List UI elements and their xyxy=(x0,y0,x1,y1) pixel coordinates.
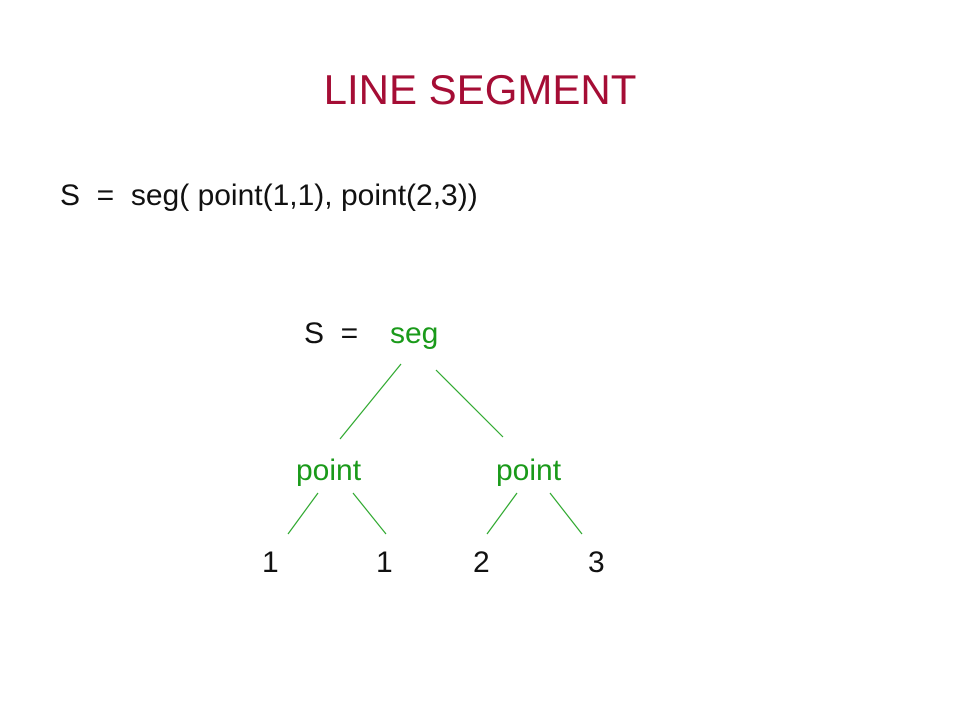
edge-left-point-leaf-1 xyxy=(287,492,319,535)
tree-root-seg: seg xyxy=(390,317,439,350)
edge-right-point-leaf-3 xyxy=(486,492,518,535)
edge-seg-right-point xyxy=(435,369,504,438)
edge-right-point-leaf-4 xyxy=(549,492,583,535)
tree-root-lhs: S = xyxy=(304,317,359,350)
tree-leaf-2: 1 xyxy=(376,546,393,579)
edge-seg-left-point xyxy=(339,363,402,440)
edge-left-point-leaf-2 xyxy=(352,492,387,535)
tree-leaf-4: 3 xyxy=(588,546,605,579)
tree-node-left-point: point xyxy=(296,454,362,487)
tree-leaf-1: 1 xyxy=(262,546,279,579)
segment-expression: S = seg( point(1,1), point(2,3)) xyxy=(60,179,478,212)
tree-leaf-3: 2 xyxy=(473,546,490,579)
tree-node-right-point: point xyxy=(496,454,562,487)
slide-title: LINE SEGMENT xyxy=(323,66,637,113)
